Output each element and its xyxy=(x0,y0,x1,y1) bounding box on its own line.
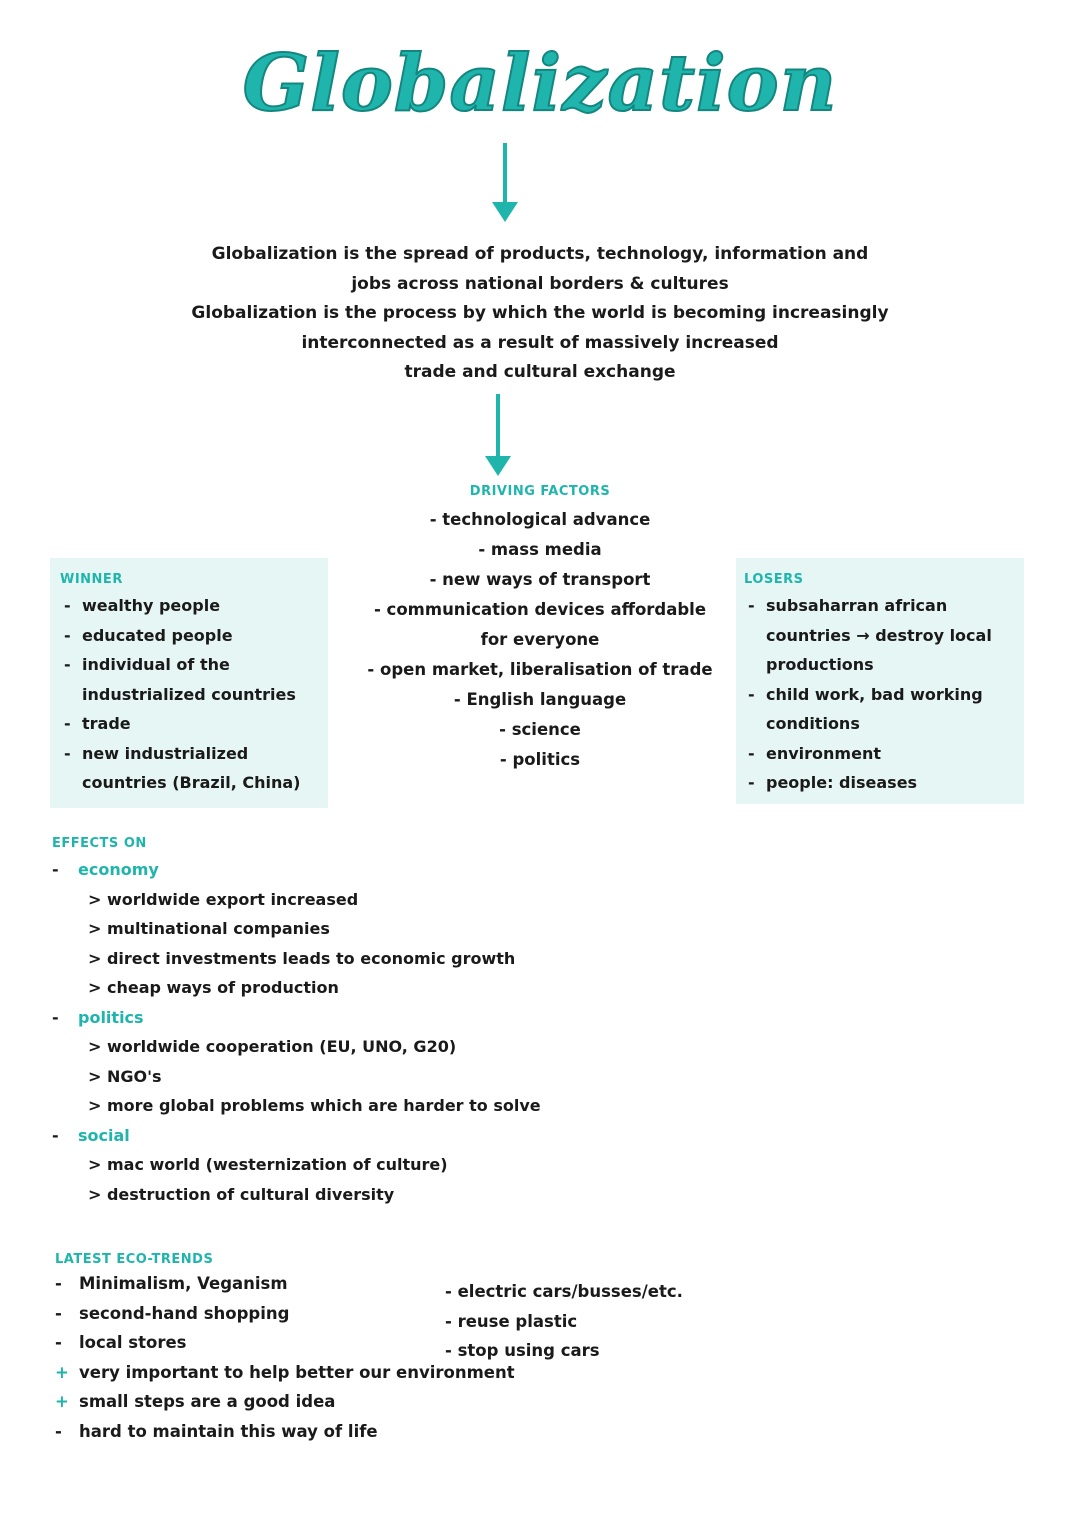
effects-item: > worldwide export increased xyxy=(88,889,359,909)
arrow-head-icon xyxy=(485,456,511,476)
driving-factor-item: - technological advance xyxy=(429,510,651,529)
definition-line: trade and cultural exchange xyxy=(404,362,676,382)
loser-item: -environment xyxy=(748,743,881,763)
eco-evaluation: +small steps are a good idea xyxy=(55,1392,336,1411)
driving-factor-item: - mass media xyxy=(478,540,602,559)
arrow-down-icon xyxy=(496,394,500,458)
winner-panel: WINNER -wealthy people -educated people … xyxy=(50,558,328,808)
eco-evaluation: -hard to maintain this way of life xyxy=(55,1421,378,1441)
losers-panel: LOSERS -subsaharran african countries → … xyxy=(736,558,1024,804)
definition-block: Globalization is the spread of products,… xyxy=(150,240,930,388)
eco-trend-item: -Minimalism, Veganism xyxy=(55,1274,288,1293)
effects-item: > multinational companies xyxy=(88,919,330,938)
arrow-down-icon xyxy=(503,143,507,203)
losers-heading: LOSERS xyxy=(744,572,804,587)
eco-trend-item: -second-hand shopping xyxy=(55,1303,290,1323)
effects-section: EFFECTS ON -economy > worldwide export i… xyxy=(52,836,752,1209)
effects-heading: EFFECTS ON xyxy=(52,836,147,851)
winner-heading: WINNER xyxy=(60,572,123,587)
definition-line: interconnected as a result of massively … xyxy=(301,332,779,353)
arrow-head-icon xyxy=(492,202,518,222)
winner-item: -educated people xyxy=(64,625,233,645)
driving-factor-item: - open market, liberalisation of trade xyxy=(367,660,713,679)
effects-item: > more global problems which are harder … xyxy=(88,1096,541,1115)
winner-item: -individual of the industrialized countr… xyxy=(64,655,296,704)
driving-factors: DRIVING FACTORS - technological advance … xyxy=(340,484,740,775)
eco-trends-heading: LATEST ECO-TRENDS xyxy=(55,1252,214,1267)
loser-item: -child work, bad working conditions xyxy=(748,684,983,734)
effects-item: > destruction of cultural diversity xyxy=(88,1184,395,1204)
winner-item: -trade xyxy=(64,714,131,733)
driving-factor-item: - English language xyxy=(453,690,627,709)
page-title: Globalization xyxy=(242,37,838,130)
eco-trends-right: - electric cars/busses/etc. - reuse plas… xyxy=(445,1277,683,1366)
effects-item: > NGO's xyxy=(88,1066,162,1086)
eco-trend-item: - reuse plastic xyxy=(445,1311,578,1331)
definition-line: jobs across national borders & cultures xyxy=(351,273,729,294)
driving-factor-item: - science xyxy=(499,720,581,739)
eco-evaluation: +very important to help better our envir… xyxy=(55,1362,515,1382)
loser-item: -people: diseases xyxy=(748,773,918,792)
definition-line: Globalization is the process by which th… xyxy=(191,303,889,323)
eco-trends-section: LATEST ECO-TRENDS -Minimalism, Veganism … xyxy=(55,1252,755,1446)
eco-trend-item: - electric cars/busses/etc. xyxy=(445,1282,683,1301)
winner-item: -wealthy people xyxy=(64,596,221,615)
eco-trend-item: -local stores xyxy=(55,1333,187,1352)
effects-item: > direct investments leads to economic g… xyxy=(88,948,516,968)
effects-item: > mac world (westernization of culture) xyxy=(88,1155,448,1174)
winner-item: -new industrialized countries (Brazil, C… xyxy=(64,743,301,793)
effects-item: > cheap ways of production xyxy=(88,978,339,997)
effects-group-label: -economy xyxy=(52,860,159,879)
definition-line: Globalization is the spread of products,… xyxy=(211,244,869,264)
driving-factor-item: - politics xyxy=(499,750,581,769)
driving-factor-item: - communication devices affordable xyxy=(373,600,707,619)
effects-item: > worldwide cooperation (EU, UNO, G20) xyxy=(88,1037,457,1056)
effects-group-label: -politics xyxy=(52,1007,144,1027)
eco-trend-item: - stop using cars xyxy=(445,1341,600,1360)
driving-factor-item: - new ways of transport xyxy=(429,570,651,589)
driving-factor-item: for everyone xyxy=(480,630,600,649)
driving-factors-heading: DRIVING FACTORS xyxy=(469,484,611,499)
effects-group-label: -social xyxy=(52,1125,130,1145)
loser-item: -subsaharran african countries → destroy… xyxy=(748,596,992,674)
